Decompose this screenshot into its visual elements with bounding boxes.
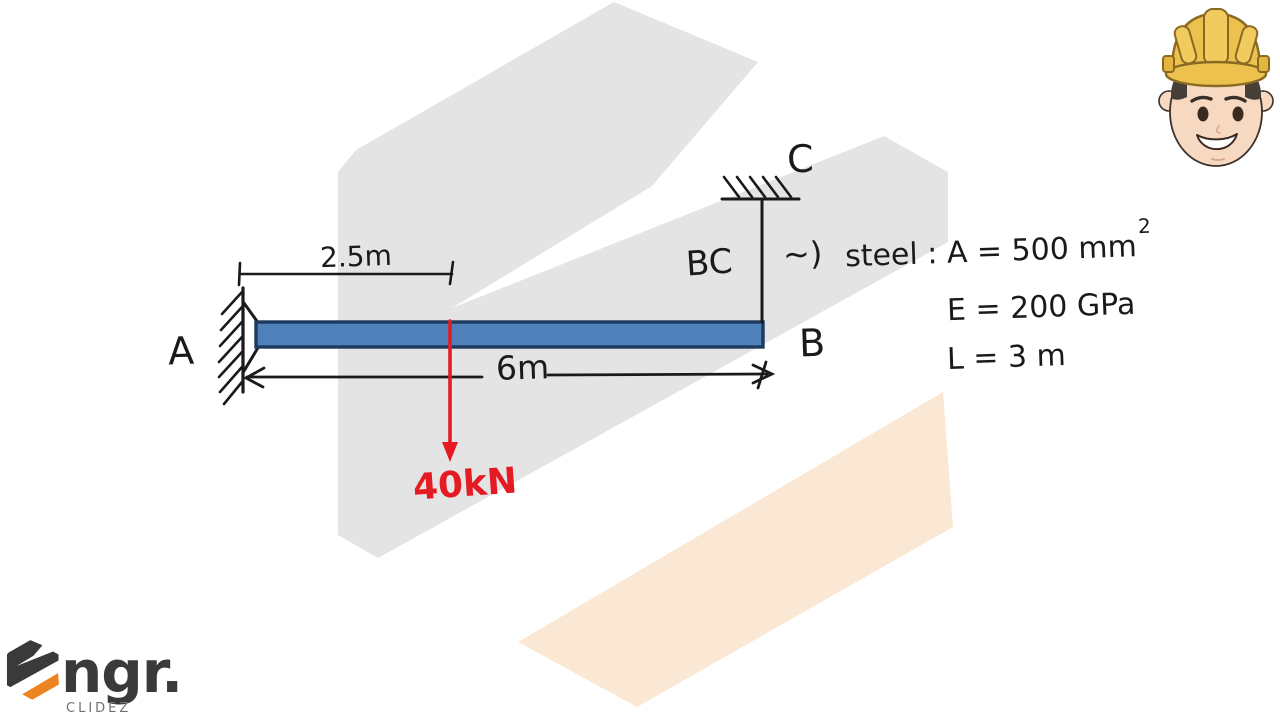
eyebrow-left	[1190, 95, 1213, 103]
arrowhead-left-icon	[243, 366, 266, 389]
arrowhead-down-icon	[442, 442, 458, 462]
brand-logo-mark	[6, 640, 59, 700]
chin-crease	[1211, 158, 1225, 161]
watermark-logo-gray	[338, 2, 948, 558]
material-note-line3: L = 3 m	[946, 337, 1067, 378]
smile-mouth	[1196, 133, 1238, 150]
brand-wordmark: ngr.	[61, 638, 183, 706]
engineer-avatar	[1158, 8, 1274, 167]
nose	[1215, 125, 1221, 134]
rod-bc-and-ceiling	[720, 175, 801, 324]
eyebrow-right	[1224, 95, 1247, 103]
label-member-bc: BC	[684, 241, 734, 285]
dim-line-6m	[243, 360, 776, 390]
load-label-40kn: 40kN	[411, 460, 519, 509]
beam-ab	[254, 320, 765, 349]
dim-label-2-5m: 2.5m	[319, 238, 393, 275]
label-point-b: B	[798, 320, 826, 366]
label-point-a: A	[167, 328, 195, 374]
eye-right	[1232, 106, 1244, 122]
material-note-line2: E = 200 GPa	[946, 286, 1136, 329]
eye-left	[1197, 106, 1209, 122]
ceiling-hatching	[722, 175, 793, 199]
wall-hatching	[217, 290, 244, 406]
squiggle-arrow-icon: ~)	[782, 234, 823, 274]
dim-label-6m: 6m	[495, 347, 550, 388]
dim-line-2-5m	[237, 260, 455, 287]
brand-subtext: CLIDEZ	[66, 701, 132, 716]
hard-hat-icon	[1162, 8, 1270, 88]
area-exponent: 2	[1137, 213, 1152, 239]
load-arrow	[442, 319, 458, 462]
watermark-logo-peach	[518, 392, 953, 707]
fixed-wall-support	[217, 286, 261, 406]
label-point-c: C	[786, 136, 815, 182]
